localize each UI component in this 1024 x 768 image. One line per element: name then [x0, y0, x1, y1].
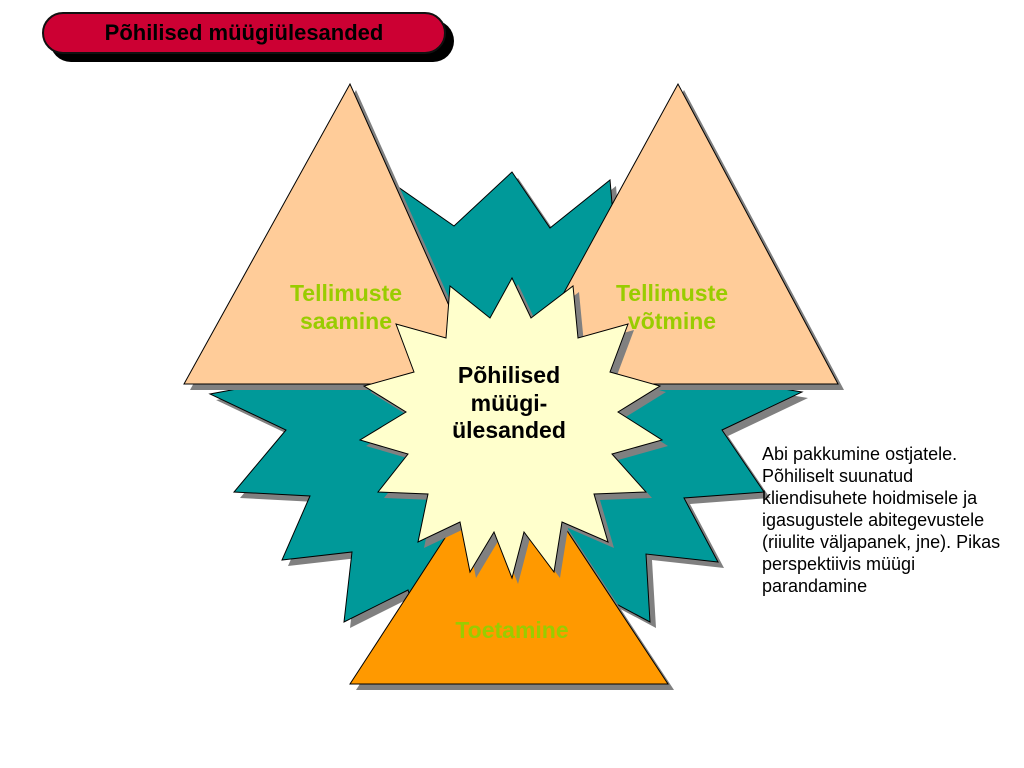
- description-text: Abi pakkumine ostjatele. Põhiliselt suun…: [762, 444, 1001, 596]
- right-triangle: [513, 82, 839, 385]
- center-star-label: Põhilised müügi-ülesanded: [452, 362, 566, 444]
- right-triangle-label: Tellimuste võtmine: [615, 280, 729, 334]
- center-star: [358, 276, 664, 580]
- bottom-triangle-label: Toetamine: [455, 617, 569, 643]
- title-banner: Põhilised müügiülesanded: [42, 12, 460, 70]
- left-triangle-label: Tellimuste saamine: [289, 280, 403, 334]
- page-title: Põhilised müügiülesanded: [42, 12, 446, 54]
- left-triangle: [183, 82, 485, 385]
